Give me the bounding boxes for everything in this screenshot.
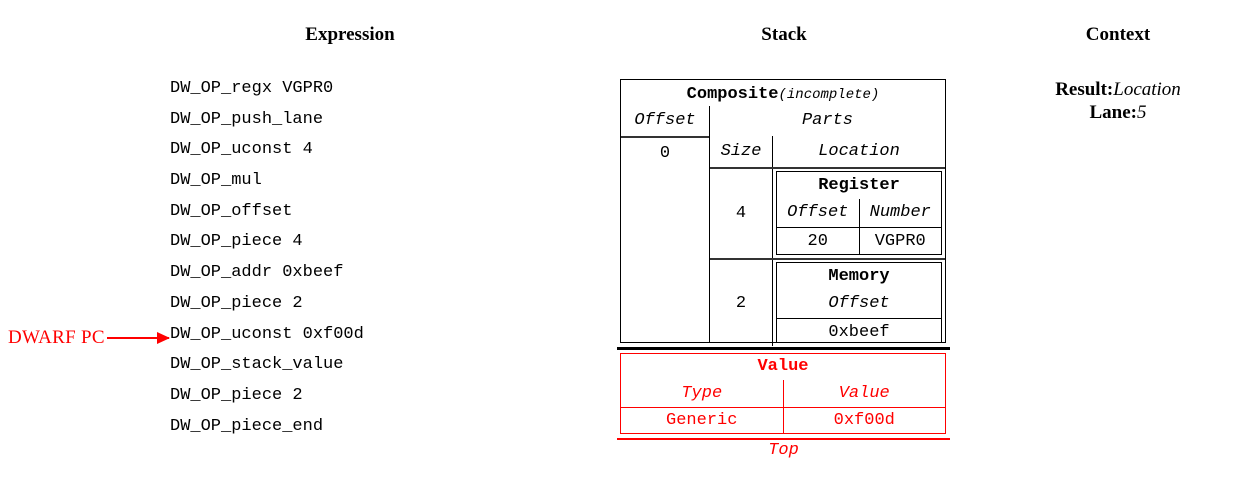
expression-operation: DW_OP_stack_value: [170, 355, 344, 375]
expression-operation: DW_OP_uconst 0xf00d: [170, 324, 364, 344]
expression-operation: DW_OP_piece 4: [170, 232, 303, 252]
expression-operation: DW_OP_offset: [170, 201, 293, 221]
value-type-value: Generic: [621, 408, 784, 434]
part-size: 4: [710, 169, 773, 258]
composite-offset-column: Offset 0: [621, 106, 710, 342]
context-entry: Result:Location: [1000, 78, 1236, 101]
expression-operation-list: DW_OP_regx VGPR0 DW_OP_push_lane DW_OP_u…: [170, 74, 364, 442]
part-location: Memory Offset 0xbeef: [773, 260, 945, 346]
dwarf-pc-marker: DWARF PC: [8, 326, 170, 350]
composite-offset-header: Offset: [621, 106, 709, 138]
column-title-stack: Stack: [761, 24, 807, 45]
expression-operation: DW_OP_piece 2: [170, 385, 303, 405]
memory-offset-value: 0xbeef: [828, 323, 890, 342]
composite-part-row: 4 Register Offset Number 20 VGPR0: [710, 169, 945, 260]
value-type-header: Type: [621, 380, 784, 407]
context-value: 5: [1137, 102, 1147, 123]
expression-operation: DW_OP_piece_end: [170, 416, 324, 436]
value-subheader: Type Value: [621, 380, 945, 408]
register-number-header: Number: [869, 203, 931, 222]
expression-operation: DW_OP_piece 2: [170, 293, 303, 313]
location-register-table: Register Offset Number 20 VGPR0: [776, 171, 942, 255]
context-entry: Lane:5: [1000, 101, 1236, 124]
dwarf-pc-label: DWARF PC: [8, 327, 105, 348]
expression-operation: DW_OP_uconst 4: [170, 140, 313, 160]
register-offset-value: 20: [777, 228, 860, 255]
stack-entry-separator: [617, 347, 950, 350]
register-offset-header: Offset: [777, 199, 860, 227]
expression-operation: DW_OP_push_lane: [170, 109, 324, 129]
composite-part-row: 2 Memory Offset 0xbeef: [710, 260, 945, 346]
register-title: Register: [818, 176, 900, 195]
stack-entry-value: Value Type Value Generic 0xf00d: [620, 353, 946, 434]
value-value-value: 0xf00d: [833, 411, 895, 430]
composite-title-row: Composite(incomplete): [621, 80, 945, 106]
context-key: Lane:: [1089, 102, 1138, 123]
composite-parts-header: Parts: [801, 111, 853, 130]
stack-entry-composite: Composite(incomplete) Offset 0 Parts Siz…: [620, 79, 946, 346]
composite-location-header: Location: [818, 142, 900, 161]
composite-parts-column: Parts Size Location 4 Register Offset Nu…: [710, 106, 945, 346]
stack-top-rule: [617, 438, 950, 441]
composite-body: Offset 0 Parts Size Location 4 Register …: [621, 106, 945, 346]
column-title-expression: Expression: [305, 24, 395, 45]
composite-note: (incomplete): [778, 87, 880, 103]
part-location: Register Offset Number 20 VGPR0: [773, 169, 945, 258]
expression-operation: DW_OP_addr 0xbeef: [170, 263, 344, 283]
value-title: Value: [757, 357, 809, 376]
memory-offset-header: Offset: [777, 290, 941, 319]
register-number-value: VGPR0: [874, 232, 926, 251]
expression-operation: DW_OP_mul: [170, 171, 262, 191]
composite-parts-subheader: Size Location: [710, 136, 945, 169]
memory-title: Memory: [828, 267, 890, 286]
arrow-right-icon: [106, 332, 170, 344]
context-value: Location: [1113, 79, 1181, 100]
composite-title: Composite: [686, 85, 779, 104]
context-block: Result:Location Lane:5: [1000, 78, 1236, 124]
composite-size-header: Size: [710, 136, 773, 167]
location-memory-table: Memory Offset 0xbeef: [776, 262, 942, 343]
register-subheader: Offset Number: [777, 199, 941, 228]
expression-operation: DW_OP_regx VGPR0: [170, 79, 334, 98]
composite-offset-value: 0: [659, 144, 671, 163]
register-value-row: 20 VGPR0: [777, 228, 941, 255]
value-value-header: Value: [838, 384, 890, 403]
stack-top-label: Top: [768, 441, 799, 460]
part-size: 2: [710, 260, 773, 346]
column-title-context: Context: [1085, 24, 1151, 45]
memory-value-row: 0xbeef: [777, 319, 941, 346]
value-row: Generic 0xf00d: [621, 408, 945, 434]
context-key: Result:: [1055, 79, 1114, 100]
